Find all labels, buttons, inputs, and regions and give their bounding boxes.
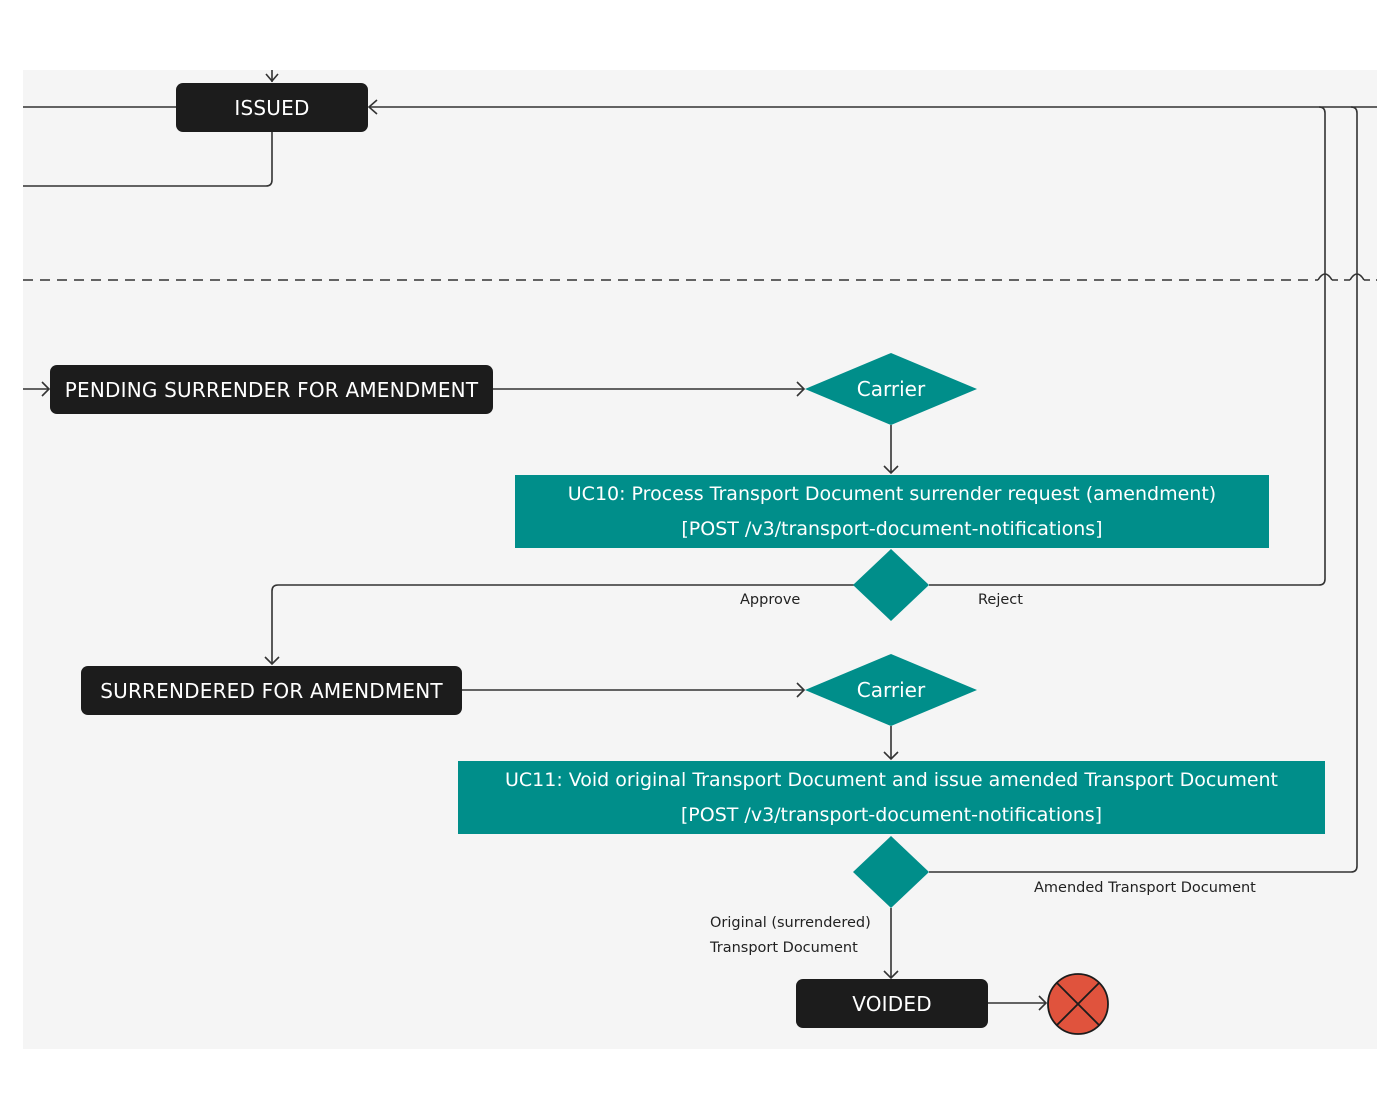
uc10-endpoint: [POST /v3/transport-document-notificatio… — [681, 517, 1103, 540]
edge-label-reject: Reject — [978, 592, 1023, 608]
edge-reject-loop — [929, 106, 1326, 586]
decision-diamond-original-amended — [853, 836, 929, 908]
decision-diamond-approve-reject — [853, 549, 929, 621]
arrowhead — [796, 381, 806, 397]
arrowhead — [883, 751, 899, 761]
use-case-uc10: UC10: Process Transport Document surrend… — [515, 475, 1269, 548]
state-issued: ISSUED — [176, 83, 368, 132]
arrowhead — [264, 656, 280, 666]
carrier-diamond-1 — [805, 353, 977, 425]
uc11-endpoint: [POST /v3/transport-document-notificatio… — [680, 803, 1103, 826]
state-surrendered-for-amendment: SURRENDERED FOR AMENDMENT — [81, 666, 462, 715]
arrowhead — [367, 99, 378, 115]
uc11-title: UC11: Void original Transport Document a… — [504, 768, 1279, 791]
line-jump — [1349, 273, 1365, 281]
arrowhead — [265, 73, 279, 83]
line-jump — [1317, 273, 1333, 281]
arrowhead — [883, 465, 899, 475]
edge-amended-loop — [929, 106, 1358, 873]
edge-label-approve: Approve — [740, 592, 801, 608]
state-voided: VOIDED — [796, 979, 988, 1028]
arrowhead — [41, 381, 51, 397]
end-node — [1047, 973, 1109, 1035]
state-pending-surrender-for-amendment: PENDING SURRENDER FOR AMENDMENT — [50, 365, 493, 414]
carrier-label-2: Carrier — [856, 678, 926, 702]
diagram-background — [23, 70, 1377, 1049]
arrowhead — [883, 970, 899, 980]
use-case-uc11: UC11: Void original Transport Document a… — [458, 761, 1325, 834]
edge-label-amended-transport-document: Amended Transport Document — [1034, 880, 1256, 896]
uc10-title: UC10: Process Transport Document surrend… — [567, 482, 1217, 505]
arrowhead — [796, 682, 806, 698]
arrowhead — [1038, 995, 1048, 1011]
edge-issued-bottom — [23, 132, 273, 187]
edge-label-original-transport-document: Original (surrendered) Transport Documen… — [710, 911, 871, 961]
carrier-diamond-2 — [805, 654, 977, 726]
edge-label-original-line1: Original (surrendered) — [710, 915, 871, 931]
edge-approve — [271, 584, 854, 664]
edge-label-original-line2: Transport Document — [710, 940, 858, 956]
carrier-label-1: Carrier — [856, 377, 926, 401]
